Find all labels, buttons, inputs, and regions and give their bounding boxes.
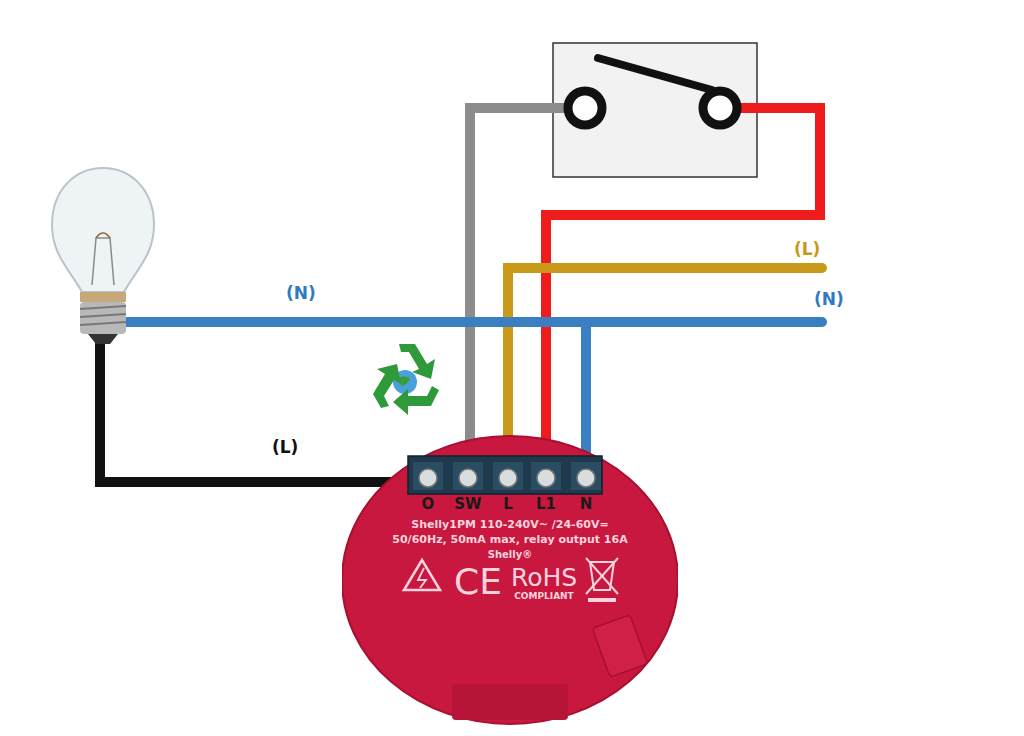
wire-label: (L): [272, 438, 298, 457]
switch-contact: [703, 91, 737, 125]
rating-text: 50/60Hz, 50mA max, relay output 16A: [392, 534, 627, 546]
terminal-label: N: [580, 496, 593, 513]
device-body: [342, 432, 678, 726]
rohs-mark: RoHS: [511, 564, 577, 592]
relay-device: O SW L L1 N Shelly1PM 110-240V~ /24-60V= 50/60…: [342, 432, 678, 726]
ce-mark: CE: [454, 562, 502, 602]
recycle-icon: [373, 344, 439, 415]
switch-box: [553, 43, 757, 177]
switch-lever: [598, 58, 712, 90]
neutral-wire: [110, 317, 822, 327]
brand-text: Shelly®: [488, 549, 532, 560]
light-bulb: [52, 168, 154, 344]
terminal-label: L: [503, 496, 513, 513]
switch-contact: [568, 91, 602, 125]
output-wire: [100, 340, 428, 482]
terminal-label: SW: [454, 496, 481, 513]
switched-live-wire: [546, 108, 820, 478]
terminal-label: L1: [536, 496, 556, 513]
wire-label: (N): [814, 290, 844, 309]
rating-text: Shelly1PM 110-240V~ /24-60V=: [411, 519, 608, 531]
rohs-compliant: COMPLIANT: [514, 592, 574, 602]
switch-wire: [470, 108, 570, 478]
wire-label: (N): [286, 284, 316, 303]
wire-label: (L): [794, 240, 820, 259]
terminal-label: O: [422, 496, 435, 513]
